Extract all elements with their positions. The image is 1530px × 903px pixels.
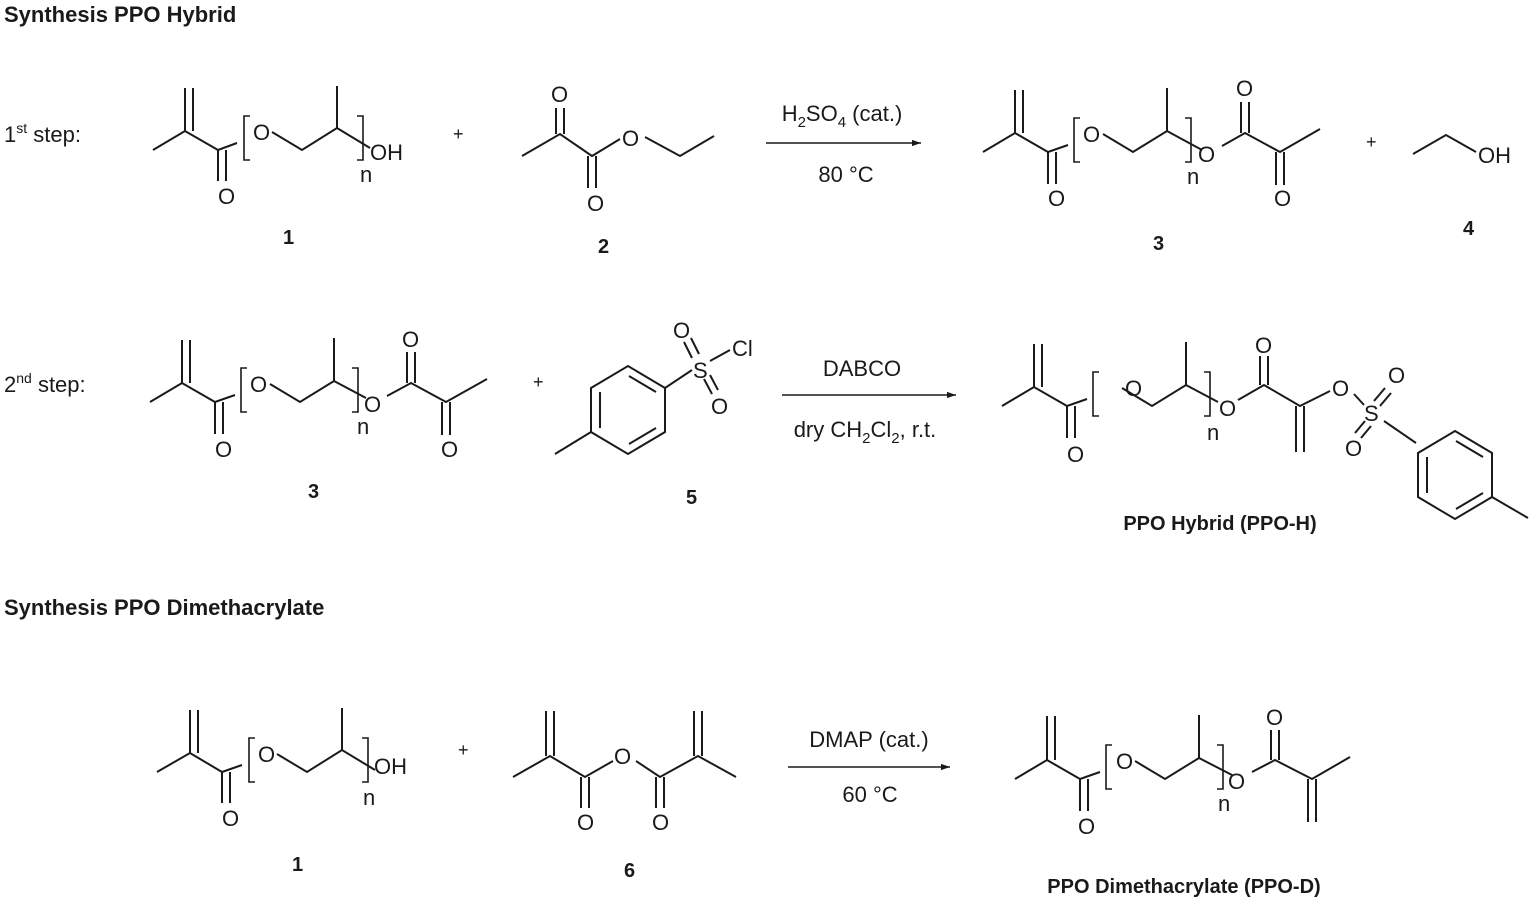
atom-o: O (551, 82, 568, 107)
condition-temperature: 60 °C (842, 782, 897, 807)
atom-s: S (1364, 401, 1379, 426)
step-label-second: 2nd step: (4, 370, 86, 397)
atom-o: O (215, 437, 232, 462)
step-label-first: 1st step: (4, 120, 81, 147)
atom-o: O (622, 126, 639, 151)
atom-o: O (1219, 396, 1236, 421)
section-heading-ppo-hybrid: Synthesis PPO Hybrid (4, 2, 236, 27)
atom-o: O (1266, 705, 1283, 730)
atom-o: O (1078, 814, 1095, 839)
compound-6-structure: O O O (512, 711, 737, 835)
atom-o: O (577, 810, 594, 835)
ppo-dimethacrylate-structure: O O O O n (1014, 705, 1351, 839)
atom-o: O (1345, 436, 1362, 461)
atom-o: O (1067, 442, 1084, 467)
atom-o: O (1048, 186, 1065, 211)
atom-oh: OH (370, 140, 403, 165)
atom-oh: OH (374, 754, 407, 779)
repeat-index-n: n (1187, 164, 1199, 189)
atom-o: O (364, 392, 381, 417)
condition-catalyst: DMAP (cat.) (809, 727, 928, 752)
atom-o: O (250, 372, 267, 397)
compound-1-structure: O O OH n (152, 86, 403, 209)
ppo-hybrid-structure: O O O O O S O O n (1001, 333, 1529, 521)
repeat-index-n: n (363, 785, 375, 810)
compound-label: 3 (1153, 233, 1164, 255)
atom-o: O (1228, 769, 1245, 794)
compound-label: 2 (598, 236, 609, 258)
section-heading-ppo-dimethacrylate: Synthesis PPO Dimethacrylate (4, 595, 324, 620)
compound-1-structure: O O OH n (156, 708, 407, 831)
atom-s: S (693, 358, 708, 383)
compound-2-structure: O O O (521, 82, 715, 216)
condition-solvent: dry CH2Cl2, r.t. (794, 417, 937, 447)
product-name-ppo-h: PPO Hybrid (PPO-H) (1123, 513, 1316, 535)
repeat-index-n: n (1207, 420, 1219, 445)
atom-o: O (1388, 363, 1405, 388)
condition-temperature: 80 °C (818, 162, 873, 187)
atom-o: O (1116, 749, 1133, 774)
atom-o: O (652, 810, 669, 835)
repeat-index-n: n (360, 162, 372, 187)
atom-o: O (402, 327, 419, 352)
atom-o: O (587, 191, 604, 216)
condition-base: DABCO (823, 356, 901, 381)
atom-o: O (1198, 142, 1215, 167)
atom-oh: OH (1478, 143, 1511, 168)
compound-label: 1 (292, 854, 303, 876)
atom-o: O (441, 437, 458, 462)
compound-label: 3 (308, 481, 319, 503)
repeat-index-n: n (357, 414, 369, 439)
atom-o: O (614, 744, 631, 769)
compound-label: 1 (283, 227, 294, 249)
plus-sign: + (1366, 132, 1377, 152)
repeat-index-n: n (1218, 791, 1230, 816)
atom-o: O (218, 184, 235, 209)
atom-o: O (1236, 76, 1253, 101)
atom-o: O (1255, 333, 1272, 358)
compound-label: 6 (624, 860, 635, 882)
plus-sign: + (458, 740, 469, 760)
plus-sign: + (453, 124, 464, 144)
product-name-ppo-d: PPO Dimethacrylate (PPO-D) (1047, 876, 1320, 898)
atom-o: O (253, 120, 270, 145)
atom-o: O (673, 318, 690, 343)
atom-o: O (258, 742, 275, 767)
compound-label: 5 (686, 487, 697, 509)
atom-cl: Cl (732, 336, 753, 361)
atom-o: O (1274, 186, 1291, 211)
plus-sign: + (533, 372, 544, 392)
atom-o: O (1125, 376, 1142, 401)
atom-o: O (1332, 376, 1349, 401)
atom-o: O (711, 394, 728, 419)
compound-5-structure: S O O Cl (554, 318, 753, 456)
atom-o: O (1083, 122, 1100, 147)
compound-label: 4 (1463, 218, 1475, 240)
condition-catalyst: H2SO4 (cat.) (782, 101, 903, 131)
compound-3-structure: O O O O O n (149, 327, 488, 462)
atom-o: O (222, 806, 239, 831)
compound-3-structure: O O O O O n (982, 76, 1321, 211)
compound-4-structure: OH (1412, 133, 1511, 168)
